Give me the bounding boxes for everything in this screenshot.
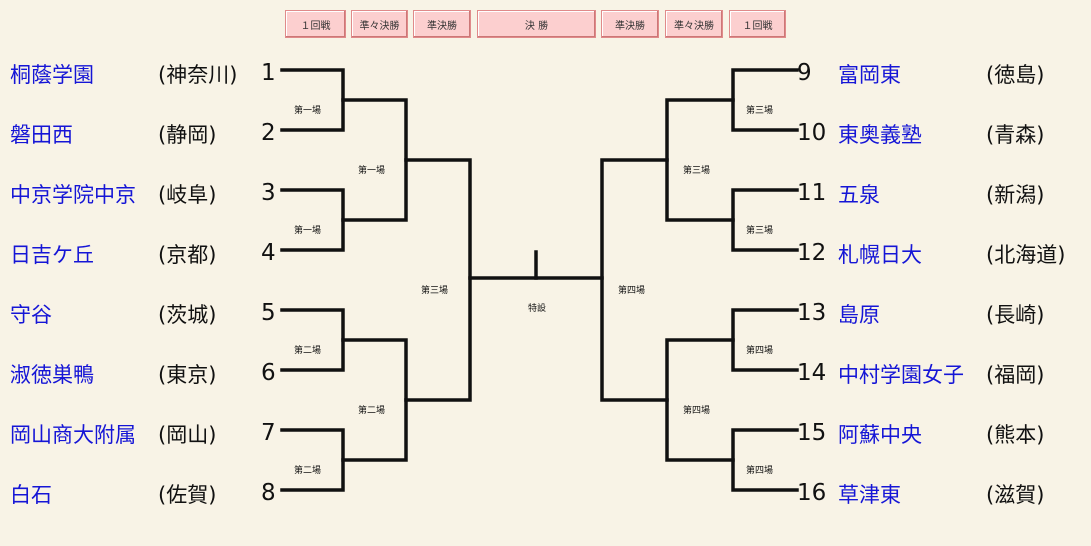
bracket-line — [341, 98, 408, 222]
team-name-16[interactable]: 草津東 — [838, 483, 901, 507]
venue-label: 第三場 — [683, 166, 711, 176]
round-tab-left-quarterfinal[interactable]: 準々決勝 — [351, 10, 408, 38]
seed-number-15: 15 — [797, 420, 827, 446]
team-name-11[interactable]: 五泉 — [838, 183, 880, 207]
bracket-line — [280, 308, 345, 372]
team-prefecture-15: (熊本) — [986, 423, 1045, 447]
seed-number-10: 10 — [797, 120, 827, 146]
round-tab-left-semifinal[interactable]: 準決勝 — [413, 10, 471, 38]
round-tab-right-semifinal[interactable]: 準決勝 — [601, 10, 659, 38]
team-name-15[interactable]: 阿蘇中央 — [838, 423, 922, 447]
team-prefecture-14: (福岡) — [986, 363, 1045, 387]
bracket-line — [280, 68, 345, 132]
bracket-line — [731, 308, 799, 372]
team-prefecture-13: (長崎) — [986, 303, 1045, 327]
team-name-3[interactable]: 中京学院中京 — [10, 183, 136, 207]
team-name-14[interactable]: 中村学園女子 — [838, 363, 964, 387]
seed-number-13: 13 — [797, 300, 827, 326]
team-prefecture-8: (佐賀) — [158, 483, 217, 507]
team-name-7[interactable]: 岡山商大附属 — [10, 423, 136, 447]
team-name-12[interactable]: 札幌日大 — [838, 243, 922, 267]
round-tab-right-quarterfinal[interactable]: 準々決勝 — [665, 10, 723, 38]
seed-number-1: 1 — [261, 60, 276, 86]
round-tab-final[interactable]: 決 勝 — [477, 10, 596, 38]
bracket-line — [280, 188, 345, 252]
team-prefecture-6: (東京) — [158, 363, 217, 387]
team-name-10[interactable]: 東奥義塾 — [838, 123, 922, 147]
team-name-1[interactable]: 桐蔭学園 — [10, 63, 94, 87]
venue-label: 第四場 — [618, 286, 646, 296]
team-prefecture-2: (静岡) — [158, 123, 217, 147]
team-prefecture-1: (神奈川) — [158, 63, 238, 87]
bracket-line — [600, 158, 669, 402]
round-tab-left-first[interactable]: １回戦 — [285, 10, 346, 38]
seed-number-12: 12 — [797, 240, 827, 266]
team-name-13[interactable]: 島原 — [838, 303, 880, 327]
team-prefecture-16: (滋賀) — [986, 483, 1045, 507]
bracket-line — [731, 68, 799, 132]
team-prefecture-11: (新潟) — [986, 183, 1045, 207]
seed-number-11: 11 — [797, 180, 827, 206]
bracket-line — [404, 158, 472, 402]
seed-number-2: 2 — [261, 120, 276, 146]
seed-number-3: 3 — [261, 180, 276, 206]
team-prefecture-4: (京都) — [158, 243, 217, 267]
venue-label: 第二場 — [294, 346, 322, 356]
team-name-2[interactable]: 磐田西 — [10, 123, 73, 147]
venue-label: 第一場 — [294, 226, 322, 236]
team-prefecture-7: (岡山) — [158, 423, 217, 447]
team-prefecture-3: (岐阜) — [158, 183, 217, 207]
team-prefecture-5: (茨城) — [158, 303, 217, 327]
venue-label: 第三場 — [746, 106, 774, 116]
bracket-line — [731, 188, 799, 252]
venue-label: 特設 — [528, 304, 547, 314]
bracket-line — [341, 338, 408, 462]
venue-label: 第三場 — [746, 226, 774, 236]
seed-number-9: 9 — [797, 60, 812, 86]
venue-label: 第三場 — [421, 286, 449, 296]
seed-number-14: 14 — [797, 360, 827, 386]
seed-number-6: 6 — [261, 360, 276, 386]
team-name-4[interactable]: 日吉ケ丘 — [10, 243, 94, 267]
seed-number-16: 16 — [797, 480, 827, 506]
team-name-8[interactable]: 白石 — [10, 483, 52, 507]
team-prefecture-12: (北海道) — [986, 243, 1066, 267]
venue-label: 第四場 — [683, 406, 711, 416]
bracket-line — [731, 428, 799, 492]
seed-number-8: 8 — [261, 480, 276, 506]
bracket-line — [665, 98, 735, 222]
venue-label: 第二場 — [294, 466, 322, 476]
seed-number-5: 5 — [261, 300, 276, 326]
venue-label: 第一場 — [358, 166, 386, 176]
seed-number-4: 4 — [261, 240, 276, 266]
round-tab-right-first[interactable]: １回戦 — [729, 10, 786, 38]
bracket-line — [280, 428, 345, 492]
team-prefecture-10: (青森) — [986, 123, 1045, 147]
bracket-line — [665, 338, 735, 462]
venue-label: 第四場 — [746, 466, 774, 476]
venue-label: 第二場 — [358, 406, 386, 416]
venue-label: 第四場 — [746, 346, 774, 356]
team-name-5[interactable]: 守谷 — [10, 303, 52, 327]
team-name-9[interactable]: 富岡東 — [838, 63, 901, 87]
team-name-6[interactable]: 淑徳巣鴨 — [10, 363, 94, 387]
team-prefecture-9: (徳島) — [986, 63, 1045, 87]
venue-label: 第一場 — [294, 106, 322, 116]
seed-number-7: 7 — [261, 420, 276, 446]
